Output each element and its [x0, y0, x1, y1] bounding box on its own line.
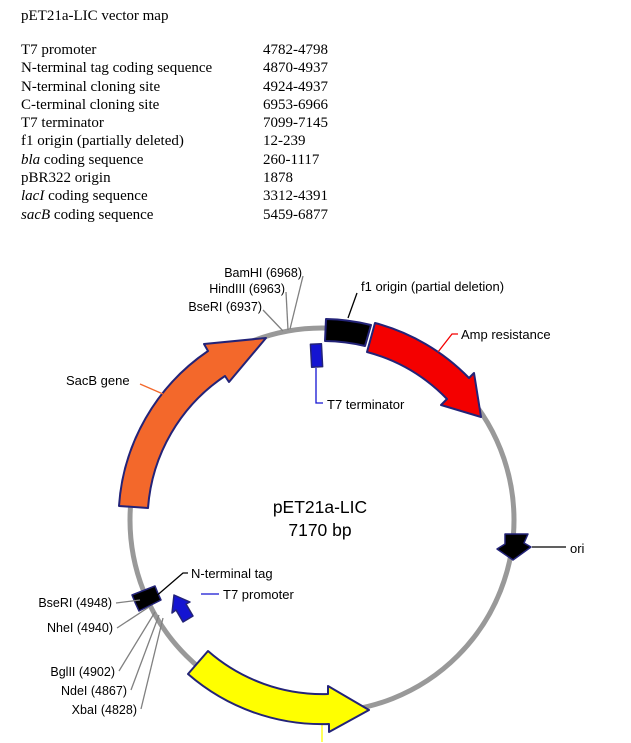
- doc-title: pET21a-LIC vector map: [21, 8, 169, 24]
- feature-name-text: T7 promoter: [21, 42, 97, 58]
- sacb-gene-label: SacB gene: [66, 373, 130, 388]
- feature-name: lacI coding sequence: [21, 187, 148, 205]
- feature-name-italic: bla: [21, 151, 41, 168]
- feature-range: 4782-4798: [263, 42, 328, 58]
- bglii-label: BglII (4902): [50, 665, 115, 679]
- f1-origin-block: [324, 318, 372, 347]
- feature-range: 5459-6877: [263, 206, 328, 223]
- sacb-gene-arrow: [118, 337, 267, 509]
- feature-row: N-terminal tag coding sequence 4870-4937: [21, 59, 441, 77]
- feature-name-text: pBR322 origin: [21, 170, 111, 187]
- ndei-label: NdeI (4867): [61, 684, 127, 698]
- feature-row: bla coding sequence 260-1117: [21, 151, 441, 169]
- feature-name-text: coding sequence: [50, 206, 154, 223]
- feature-name-text: N-terminal tag coding sequence: [21, 60, 213, 77]
- feature-name-italic: lacI: [21, 188, 45, 205]
- f1-origin-leader-line: [347, 292, 358, 319]
- feature-name-text: f1 origin (partially deleted): [21, 133, 184, 150]
- xbai-leader-line: [140, 617, 164, 710]
- amp-resistance-arrow: [366, 322, 482, 418]
- n-terminal-tag-block: [131, 585, 162, 612]
- feature-name: f1 origin (partially deleted): [21, 132, 184, 150]
- feature-row: lacI coding sequence 3312-4391: [21, 187, 441, 205]
- xbai-label: XbaI (4828): [72, 703, 137, 717]
- feature-row: T7 terminator 7099-7145: [21, 114, 441, 132]
- feature-name: T7 promoter: [21, 41, 96, 59]
- bglii-leader-line: [118, 611, 156, 672]
- t7-terminator-label: T7 terminator: [327, 397, 405, 412]
- feature-name: N-terminal cloning site: [21, 78, 160, 96]
- sacb-leader-line: [139, 383, 164, 395]
- bamhi-label: BamHI (6968): [224, 266, 302, 280]
- plasmid-size: 7170 bp: [288, 520, 351, 540]
- feature-range: 260-1117: [263, 151, 320, 168]
- feature-row: sacB coding sequence 5459-6877: [21, 206, 441, 224]
- n-terminal-tag-label: N-terminal tag: [191, 566, 273, 581]
- feature-row: C-terminal cloning site 6953-6966: [21, 96, 441, 114]
- plasmid-name: pET21a-LIC: [273, 497, 367, 517]
- feature-name: sacB coding sequence: [21, 206, 153, 224]
- feature-name-text: coding sequence: [40, 151, 144, 168]
- feature-name: pBR322 origin: [21, 169, 111, 187]
- feature-name-italic: sacB: [21, 206, 51, 223]
- bseri-bottom-label: BseRI (4948): [38, 596, 112, 610]
- bseri-top-label: BseRI (6937): [188, 300, 262, 314]
- hindiii-label: HindIII (6963): [209, 282, 285, 296]
- feature-range: 4924-4937: [263, 78, 328, 95]
- feature-name-text: C-terminal cloning site: [21, 96, 160, 113]
- feature-name: C-terminal cloning site: [21, 96, 159, 114]
- bamhi-leader-line: [289, 275, 304, 330]
- feature-name-text: N-terminal cloning site: [21, 78, 161, 95]
- ori-label: ori: [570, 541, 585, 556]
- ndei-leader-line: [130, 614, 160, 691]
- f1-origin-label: f1 origin (partial deletion): [361, 279, 504, 294]
- t7-terminator-leader-line: [315, 368, 323, 404]
- nhei-leader-line: [116, 606, 150, 629]
- feature-name-text: coding sequence: [44, 188, 148, 205]
- laci-gene-arrow: [187, 650, 370, 733]
- feature-name: N-terminal tag coding sequence: [21, 59, 212, 77]
- feature-row: pBR322 origin 1878: [21, 169, 441, 187]
- amp-resistance-label: Amp resistance: [461, 327, 551, 342]
- feature-range: 7099-7145: [263, 115, 328, 132]
- feature-range: 4870-4937: [263, 60, 328, 77]
- feature-name: T7 terminator: [21, 114, 104, 132]
- bseri-top-leader-line: [262, 309, 284, 332]
- t7-promoter-label: T7 promoter: [223, 587, 294, 602]
- feature-row: f1 origin (partially deleted) 12-239: [21, 132, 441, 150]
- feature-range: 12-239: [263, 133, 306, 150]
- ori-arrow: [496, 533, 532, 561]
- feature-name: bla coding sequence: [21, 151, 143, 169]
- hindiii-leader-line: [285, 291, 289, 331]
- nhei-label: NheI (4940): [47, 621, 113, 635]
- t7-promoter-arrow: [171, 594, 194, 623]
- feature-range: 3312-4391: [263, 188, 328, 205]
- feature-name-text: T7 terminator: [21, 115, 104, 132]
- feature-row: T7 promoter 4782-4798: [21, 41, 441, 59]
- feature-range: 1878: [263, 170, 293, 187]
- bseri-bottom-leader-line: [115, 599, 141, 604]
- n-terminal-tag-leader-line: [153, 572, 188, 599]
- backbone-gap: [362, 316, 378, 356]
- feature-row: N-terminal cloning site 4924-4937: [21, 78, 441, 96]
- feature-range: 6953-6966: [263, 96, 328, 113]
- amp-leader-line: [437, 333, 458, 353]
- t7-terminator-block: [309, 342, 324, 368]
- feature-table: T7 promoter 4782-4798 N-terminal tag codi…: [21, 41, 441, 224]
